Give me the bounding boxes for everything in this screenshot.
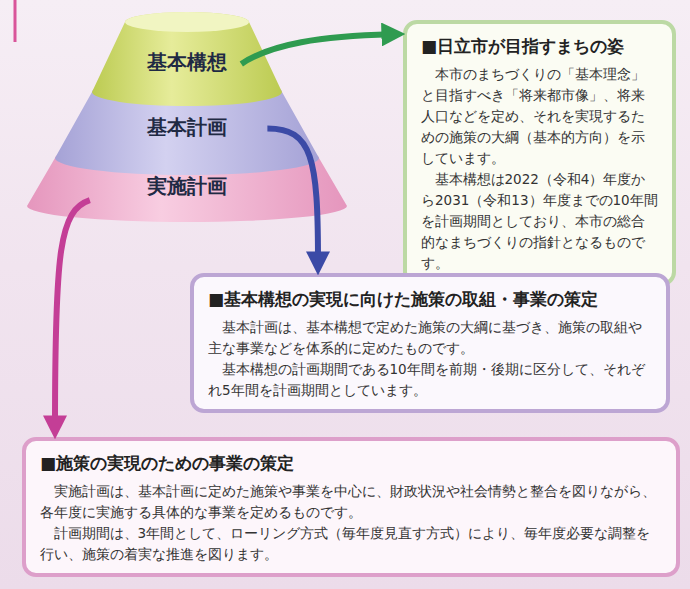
layer-label: 実施計画 [25, 174, 349, 198]
flow-arrow [241, 34, 391, 64]
box-body: 本市のまちづくりの「基本理念」と目指すべき「将来都市像」、将来人口などを定め、そ… [421, 64, 658, 169]
info-box: ■施策の実現のための事業の策定実施計画は、基本計画に定めた施策や事業を中心に、財… [22, 437, 680, 577]
info-box: ■日立市が目指すまちの姿本市のまちづくりの「基本理念」と目指すべき「将来都市像」… [403, 20, 676, 286]
flow-arrow [267, 129, 318, 261]
pyramid-layer: 基本構想 [90, 10, 284, 108]
box-body: 基本構想は2022（令和4）年度から2031（令和13）年度までの10年間を計画… [421, 169, 658, 274]
box-heading: ■基本構想の実現に向けた施策の取組・事業の策定 [208, 287, 652, 311]
box-heading: ■日立市が目指すまちの姿 [421, 34, 658, 58]
box-body: 計画期間は、3年間として、ローリング方式（毎年度見直す方式）により、毎年度必要な… [40, 523, 662, 565]
layer-label: 基本構想 [90, 50, 284, 74]
layer-cap [125, 12, 249, 32]
flow-arrow [55, 200, 90, 425]
layer-label: 基本計画 [53, 115, 321, 139]
box-heading: ■施策の実現のための事業の策定 [40, 451, 662, 475]
box-body: 実施計画は、基本計画に定めた施策や事業を中心に、財政状況や社会情勢と整合を図りな… [40, 481, 662, 523]
info-box: ■基本構想の実現に向けた施策の取組・事業の策定基本計画は、基本構想で定めた施策の… [190, 273, 670, 413]
box-body: 基本計画は、基本構想で定めた施策の大綱に基づき、施策の取組や主な事業などを体系的… [208, 317, 652, 359]
box-body: 基本構想の計画期間である10年間を前期・後期に区分して、それぞれ5年間を計画期間… [208, 359, 652, 401]
